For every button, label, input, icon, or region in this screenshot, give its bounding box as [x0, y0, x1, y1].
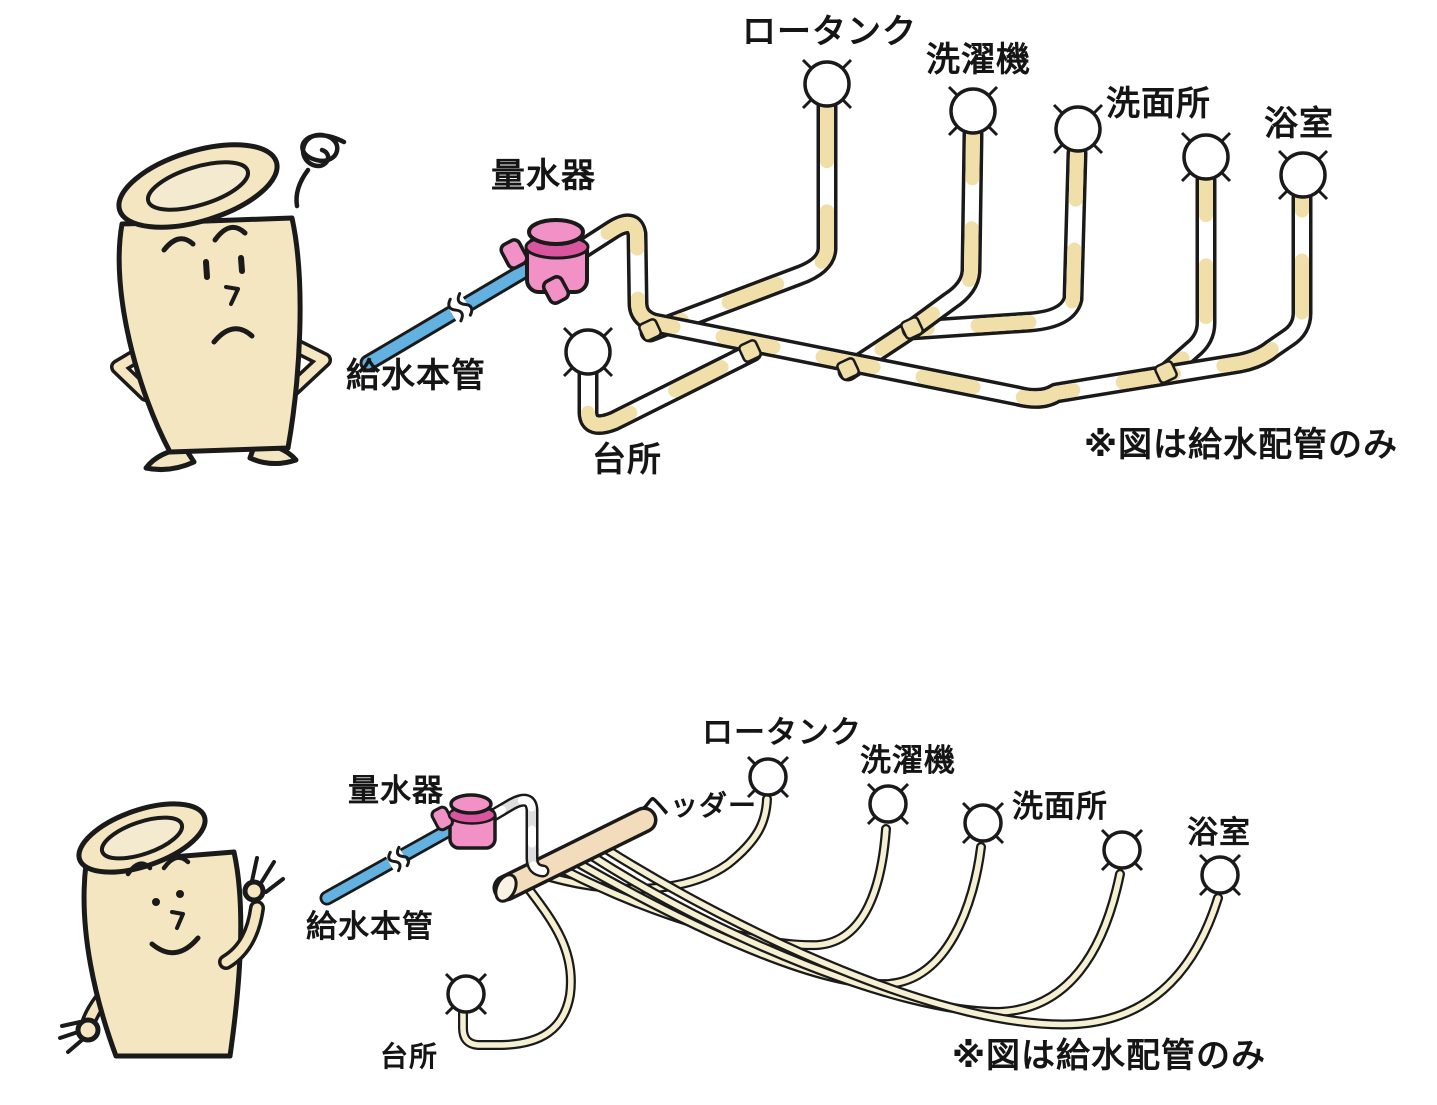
- top-diagram: [110, 58, 1329, 472]
- tee-fitting: [638, 318, 662, 342]
- pipe-branch-washroom: [1166, 180, 1206, 373]
- header-end-cap: [494, 873, 518, 903]
- label-washing-machine: 洗濯機: [926, 41, 1031, 79]
- tube-washing-machine: [559, 824, 891, 951]
- faucet-icon-bathroom: [1277, 149, 1329, 201]
- top-water-main-pipe: [359, 250, 553, 372]
- label-water-meter: 量水器: [491, 157, 596, 195]
- tube-washroom-b: [587, 851, 1125, 1017]
- water-meter-bottom: [430, 793, 497, 850]
- label-water-main: 給水本管: [306, 909, 434, 944]
- faucet-icon-washroom-a: [961, 801, 1005, 845]
- label-kitchen: 台所: [592, 441, 662, 479]
- tee-fitting: [900, 316, 924, 340]
- label-note: ※図は給水配管のみ: [1084, 426, 1399, 464]
- pipe-branch-washing-machine: [912, 134, 973, 329]
- ok-sign-hand: [242, 856, 285, 903]
- header-manifold: [492, 806, 658, 903]
- label-washroom: 洗面所: [1106, 85, 1211, 123]
- faucet-icon-kitchen: [444, 972, 488, 1016]
- top-pipe-network: [584, 106, 1302, 425]
- faucet-icon-kitchen: [562, 326, 614, 378]
- label-water-meter: 量水器: [348, 773, 444, 808]
- pipe-branch-kitchen: [588, 352, 752, 425]
- flexible-tubes: [458, 794, 1223, 1050]
- pipe-break-icon: [384, 845, 411, 874]
- label-header: ヘッダー: [641, 790, 758, 821]
- label-bathroom: 浴室: [1264, 105, 1334, 143]
- label-note: ※図は給水配管のみ: [952, 1037, 1267, 1075]
- pipe-branch-toilet-tank: [650, 106, 827, 332]
- annoyance-scribble-icon: [294, 132, 347, 209]
- pipe-break-icon: [445, 292, 474, 323]
- bottom-water-main-pipe: [319, 823, 455, 906]
- tee-fitting: [738, 339, 762, 363]
- label-toilet-tank: ロータンク: [742, 13, 917, 51]
- label-kitchen: 台所: [380, 1041, 439, 1072]
- faucet-icon-washroom-b: [1180, 131, 1232, 183]
- faucet-icon-toilet-tank: [801, 58, 853, 110]
- tee-fitting: [1154, 360, 1178, 384]
- bottom-diagram: [58, 755, 1242, 1059]
- happy-face: [125, 855, 201, 956]
- tee-fitting: [836, 357, 860, 381]
- tube-bathroom: [601, 844, 1223, 1030]
- meter-to-header-pipe: [483, 793, 550, 878]
- faucet-icon-washing-machine: [947, 85, 999, 137]
- label-washroom: 洗面所: [1012, 789, 1108, 824]
- faucet-icon-washroom-a: [1052, 103, 1104, 155]
- troubled-face: [161, 224, 255, 345]
- label-water-main: 給水本管: [346, 357, 486, 395]
- faucet-icon-bathroom: [1198, 853, 1242, 897]
- faucet-icon-washroom-b: [1100, 828, 1144, 872]
- water-meter-top: [499, 218, 590, 305]
- pipe-character-troubled: [110, 132, 347, 472]
- label-washing-machine: 洗濯機: [860, 743, 956, 778]
- faucet-icon-washing-machine: [866, 782, 910, 826]
- label-bathroom: 浴室: [1187, 815, 1251, 850]
- label-toilet-tank: ロータンク: [702, 715, 862, 750]
- pipe-character-happy: [58, 801, 285, 1059]
- tube-kitchen: [458, 883, 576, 1050]
